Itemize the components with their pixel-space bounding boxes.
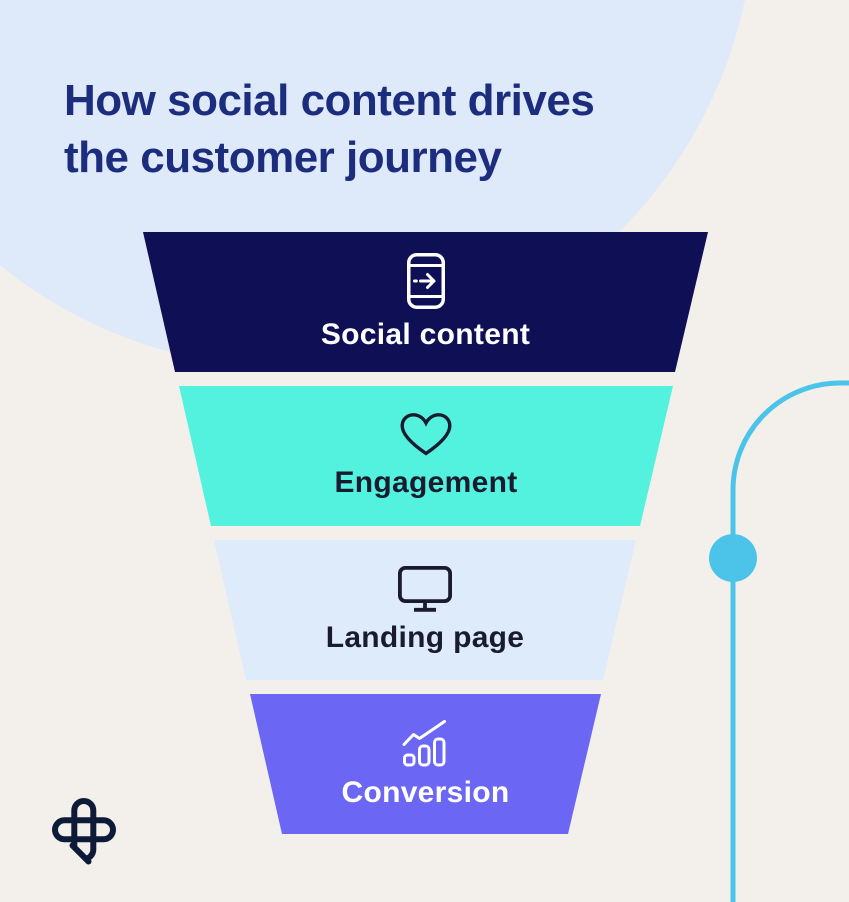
funnel-stage-engagement: Engagement bbox=[179, 386, 673, 526]
funnel-stage-label: Conversion bbox=[341, 775, 510, 809]
accent-curve-path bbox=[730, 380, 849, 902]
smartphone-arrow-icon bbox=[407, 253, 445, 309]
page-title-line2: the customer journey bbox=[64, 133, 502, 182]
accent-dot bbox=[709, 534, 757, 582]
funnel-stage-label: Social content bbox=[320, 317, 531, 351]
heart-icon bbox=[400, 413, 452, 457]
page-title: How social content drives the customer j… bbox=[64, 72, 595, 186]
clover-plus-logo bbox=[52, 798, 116, 865]
funnel-stage-conversion: Conversion bbox=[250, 694, 601, 834]
funnel-stage-label: Landing page bbox=[325, 620, 525, 654]
chart-increase-icon bbox=[402, 719, 450, 767]
page-title-line1: How social content drives bbox=[64, 76, 595, 125]
monitor-icon bbox=[398, 566, 452, 612]
funnel-stage-landing-page: Landing page bbox=[214, 540, 636, 680]
funnel-stage-label: Engagement bbox=[334, 465, 518, 499]
funnel-stage-social-content: Social content bbox=[143, 232, 708, 372]
